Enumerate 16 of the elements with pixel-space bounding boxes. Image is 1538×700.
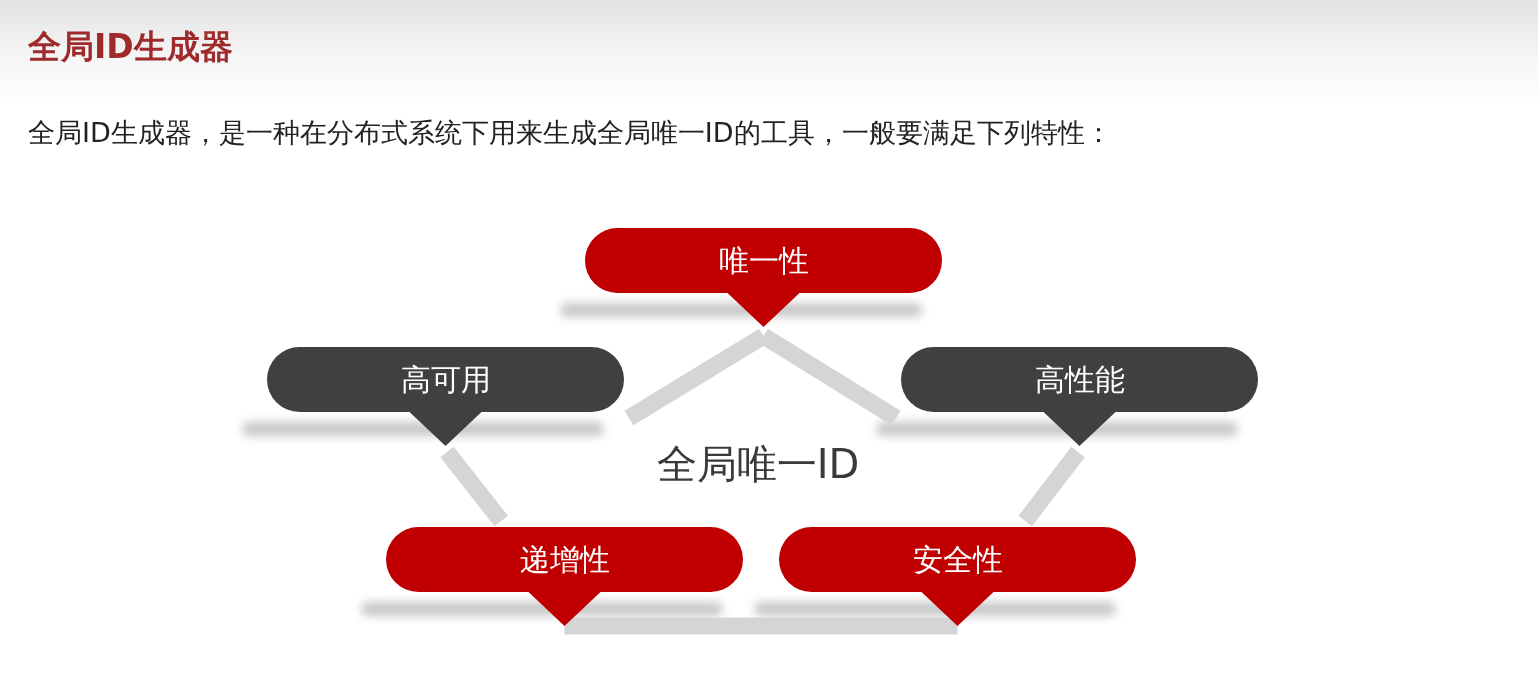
connector-band — [564, 617, 958, 635]
center-heading: 全局唯一ID — [656, 443, 860, 485]
callout-label: 高性能 — [1034, 363, 1125, 396]
callout-label: 递增性 — [519, 543, 610, 576]
callout-bubble — [585, 228, 942, 327]
callout-bubble — [267, 347, 624, 446]
intro-text: 全局ID生成器，是一种在分布式系统下用来生成全局唯一ID的工具，一般要满足下列特性： — [28, 119, 1112, 148]
callout-bubble — [779, 527, 1136, 626]
callout-bubble — [901, 347, 1258, 446]
callout-label: 安全性 — [912, 543, 1003, 576]
connector-band — [440, 446, 508, 527]
connector-band — [1018, 446, 1085, 527]
callout-bubble — [386, 527, 743, 626]
callout-label: 高可用 — [400, 363, 491, 396]
page-title: 全局ID生成器 — [28, 30, 233, 63]
callout-label: 唯一性 — [718, 244, 809, 277]
